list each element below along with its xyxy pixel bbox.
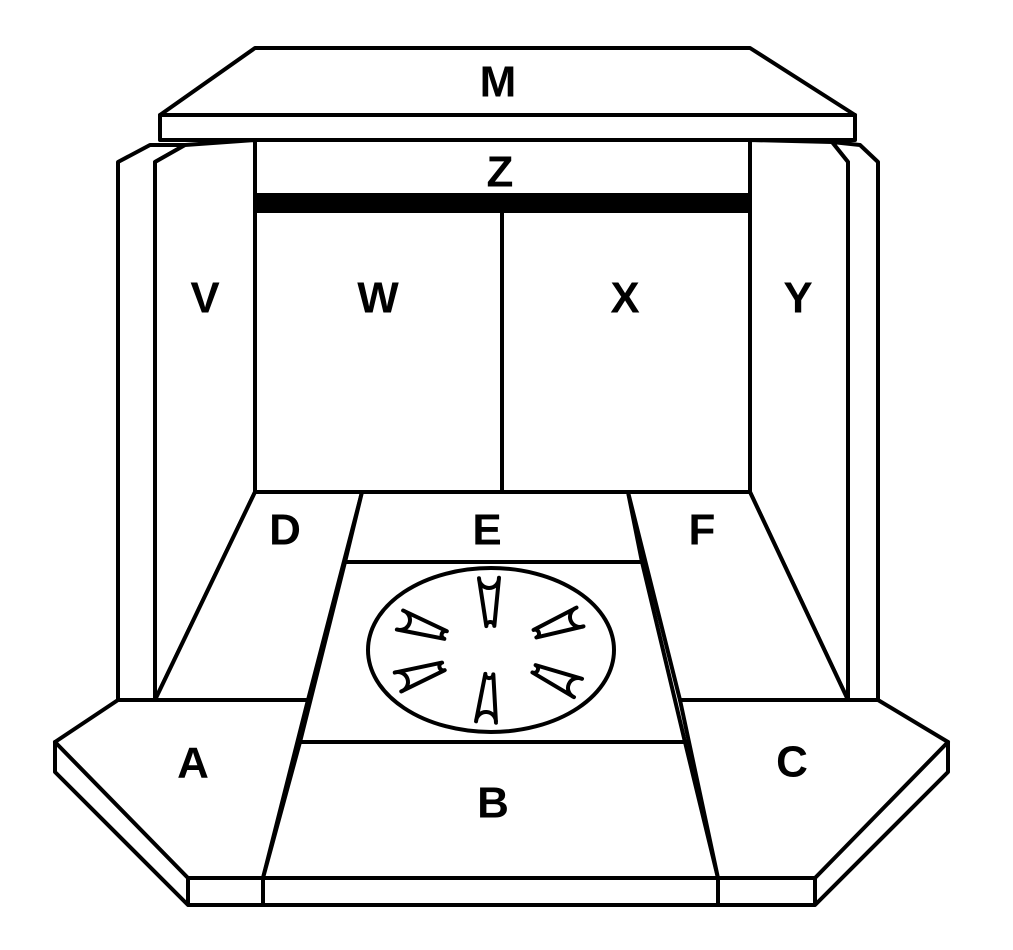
label-f: F (689, 506, 716, 555)
grate-slots (392, 575, 586, 725)
part-x (500, 209, 752, 494)
part-c (678, 698, 950, 880)
grate-slot (474, 671, 498, 725)
label-z: Z (487, 148, 514, 197)
label-a: A (177, 739, 209, 788)
z-support-bar (255, 195, 750, 211)
part-z (253, 138, 752, 197)
label-v: V (190, 274, 220, 323)
part-a (53, 698, 310, 880)
label-d: D (269, 506, 301, 555)
grate-slot (477, 575, 501, 629)
label-y: Y (783, 274, 812, 323)
label-c: C (776, 738, 808, 787)
part-m-slab (158, 113, 857, 142)
label-x: X (610, 274, 639, 323)
grate-slot (530, 663, 585, 700)
grate-circle (366, 566, 616, 734)
grate-slot (394, 608, 449, 641)
grate-slot (392, 660, 447, 694)
grate-slot (531, 605, 586, 640)
front-edge-lines (186, 876, 817, 905)
label-w: W (357, 274, 399, 323)
label-m: M (480, 58, 517, 107)
label-b: B (477, 779, 509, 828)
label-e: E (472, 506, 501, 555)
part-w (253, 209, 504, 494)
